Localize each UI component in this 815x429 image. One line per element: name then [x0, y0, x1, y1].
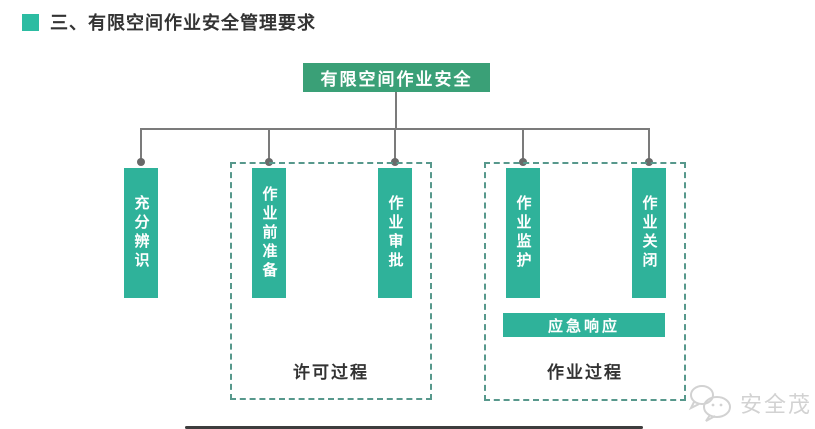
connector-drop — [648, 129, 650, 159]
branch-node-job-closure: 作业关闭 — [632, 168, 666, 298]
group-label-permit-process: 许可过程 — [293, 363, 369, 382]
group-box-permit-process — [230, 162, 432, 400]
root-node: 有限空间作业安全 — [303, 63, 490, 92]
emergency-response-bar: 应急响应 — [503, 313, 665, 337]
watermark-logo: 安全茂 — [686, 383, 812, 423]
page-title: 三、有限空间作业安全管理要求 — [50, 13, 316, 33]
connector-drop — [268, 129, 270, 159]
bottom-divider — [185, 426, 643, 429]
branch-node-pre-job-prep: 作业前准备 — [252, 168, 286, 298]
branch-node-job-approval: 作业审批 — [378, 168, 412, 298]
header: 三、有限空间作业安全管理要求 — [22, 9, 316, 35]
connector-drop — [522, 129, 524, 159]
branch-node-job-monitoring: 作业监护 — [506, 168, 540, 298]
connector-stem — [395, 92, 397, 129]
watermark-text: 安全茂 — [740, 392, 813, 417]
bullet-square-icon — [22, 13, 39, 31]
branch-node-identification: 充分辨识 — [124, 168, 158, 298]
connector-drop — [394, 129, 396, 159]
group-box-operation-process — [484, 162, 686, 401]
group-label-operation-process: 作业过程 — [547, 363, 623, 382]
connector-drop — [140, 129, 142, 159]
connector-dot — [137, 158, 145, 166]
chat-bubbles-icon — [688, 385, 731, 422]
